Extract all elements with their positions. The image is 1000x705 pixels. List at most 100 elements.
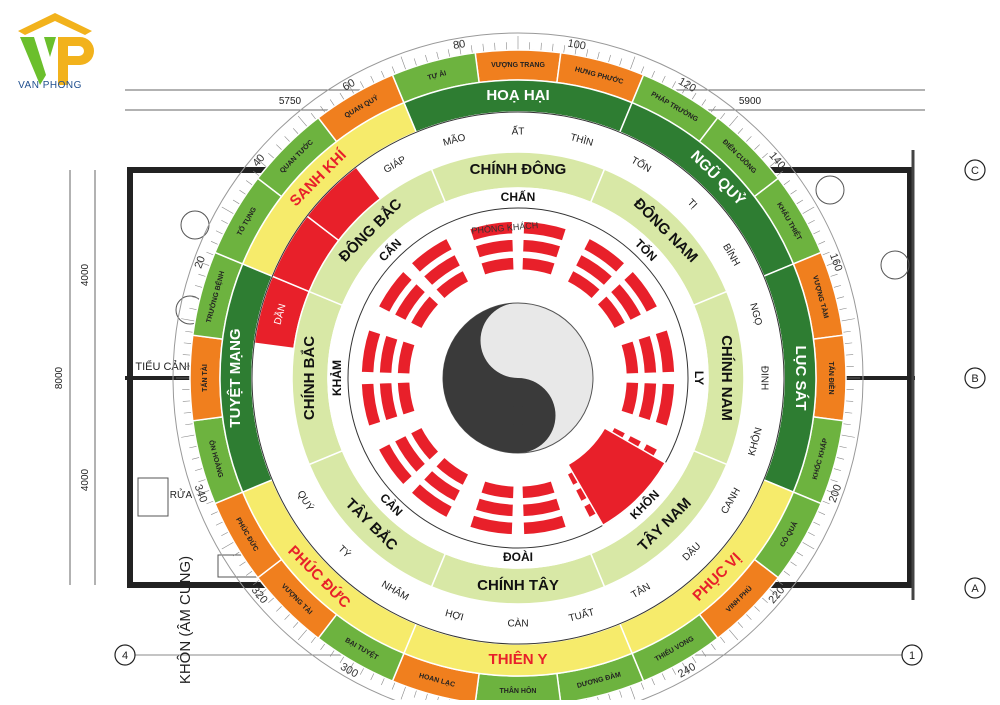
degree-tick bbox=[185, 424, 193, 425]
dimension-label: 4000 bbox=[80, 468, 91, 491]
degree-tick bbox=[729, 629, 738, 640]
furniture-symbol bbox=[181, 211, 209, 239]
star-label: HOẠ HẠI bbox=[486, 87, 549, 104]
trigram-label: ĐOÀI bbox=[503, 549, 533, 564]
degree-tick bbox=[564, 45, 565, 53]
degree-tick bbox=[746, 614, 752, 620]
dimension-label: 4000 bbox=[80, 263, 91, 286]
grid-label: B bbox=[971, 373, 978, 385]
brand-name: VAN PHONG bbox=[10, 80, 90, 91]
degree-tick bbox=[239, 190, 246, 194]
mountain-label: ĐINH bbox=[758, 366, 769, 390]
outer-ring-label: THÂN HÔN bbox=[500, 686, 537, 695]
degree-tick bbox=[783, 571, 789, 576]
degree-tick bbox=[330, 99, 334, 106]
degree-tick bbox=[437, 52, 439, 60]
degree-tick bbox=[189, 308, 197, 310]
degree-tick bbox=[641, 682, 644, 689]
degree-tick bbox=[839, 308, 847, 310]
degree-tick bbox=[830, 274, 838, 276]
degree-tick bbox=[754, 606, 760, 612]
degree-label: 20 bbox=[193, 255, 208, 271]
degree-tick bbox=[321, 643, 326, 649]
degree-tick bbox=[802, 542, 814, 549]
degree-tick bbox=[552, 44, 553, 52]
furniture-symbol bbox=[816, 176, 844, 204]
degree-label: 80 bbox=[452, 38, 466, 52]
degree-tick bbox=[662, 673, 666, 680]
degree-tick bbox=[672, 668, 676, 675]
degree-tick bbox=[701, 99, 705, 106]
degree-tick bbox=[293, 128, 298, 134]
degree-tick bbox=[783, 181, 789, 186]
dimension-label: 5750 bbox=[279, 96, 302, 107]
mountain-label: ẤT bbox=[512, 125, 525, 138]
furniture-symbol bbox=[881, 251, 909, 279]
degree-tick bbox=[311, 113, 316, 119]
direction-label: CHÍNH TÂY bbox=[477, 576, 559, 594]
degree-tick bbox=[183, 355, 191, 356]
degree-tick bbox=[844, 412, 852, 413]
mountain-label: CÀN bbox=[507, 617, 528, 630]
degree-tick bbox=[836, 457, 844, 459]
degree-tick bbox=[818, 511, 825, 514]
mountain-label: CẤN bbox=[265, 367, 278, 388]
degree-tick bbox=[630, 686, 635, 699]
degree-tick bbox=[189, 446, 197, 448]
degree-tick bbox=[239, 561, 246, 565]
degree-tick bbox=[813, 231, 820, 235]
trigram-label: KHẢM bbox=[329, 360, 344, 396]
degree-tick bbox=[268, 153, 274, 158]
degree-tick bbox=[586, 49, 588, 57]
degree-tick bbox=[185, 331, 193, 332]
degree-tick bbox=[211, 241, 218, 244]
room-label-khon: KHÔN (ÂM CUNG) bbox=[177, 556, 194, 684]
degree-tick bbox=[746, 136, 752, 142]
degree-tick bbox=[833, 285, 841, 287]
degree-tick bbox=[233, 200, 240, 204]
degree-tick bbox=[844, 343, 852, 344]
degree-tick bbox=[392, 682, 395, 689]
degree-tick bbox=[321, 106, 326, 112]
degree-tick bbox=[192, 457, 200, 459]
degree-tick bbox=[790, 190, 797, 194]
degree-tick bbox=[841, 319, 855, 321]
degree-tick bbox=[483, 44, 484, 52]
outer-ring-label: VƯỢNG TRANG bbox=[491, 62, 545, 69]
degree-tick bbox=[448, 49, 450, 57]
degree-tick bbox=[818, 241, 825, 244]
degree-label: 340 bbox=[192, 483, 210, 504]
degree-tick bbox=[471, 45, 472, 53]
degree-label: 100 bbox=[567, 38, 587, 53]
degree-tick bbox=[298, 629, 307, 640]
grid-label: C bbox=[971, 165, 979, 177]
degree-tick bbox=[737, 622, 742, 628]
degree-tick bbox=[381, 71, 384, 78]
degree-tick bbox=[495, 43, 496, 51]
degree-label: 60 bbox=[341, 77, 358, 94]
degree-tick bbox=[414, 690, 416, 698]
degree-tick bbox=[619, 690, 621, 698]
direction-label: CHÍNH BẮC bbox=[300, 336, 318, 420]
degree-tick bbox=[198, 274, 206, 276]
dimension-label: 5900 bbox=[739, 96, 762, 107]
degree-tick bbox=[184, 343, 192, 344]
degree-tick bbox=[181, 319, 195, 321]
degree-tick bbox=[841, 435, 855, 437]
star-label: TUYỆT MẠNG bbox=[226, 328, 244, 427]
degree-tick bbox=[221, 220, 228, 224]
degree-tick bbox=[737, 128, 742, 134]
degree-tick bbox=[401, 686, 406, 699]
degree-tick bbox=[720, 113, 725, 119]
degree-tick bbox=[729, 116, 738, 127]
degree-tick bbox=[340, 93, 344, 100]
degree-tick bbox=[221, 532, 228, 536]
dimension-label: 8000 bbox=[54, 366, 65, 389]
degree-tick bbox=[360, 668, 364, 675]
degree-tick bbox=[198, 479, 206, 481]
degree-tick bbox=[246, 181, 252, 186]
degree-tick bbox=[206, 252, 213, 255]
degree-tick bbox=[672, 81, 676, 88]
